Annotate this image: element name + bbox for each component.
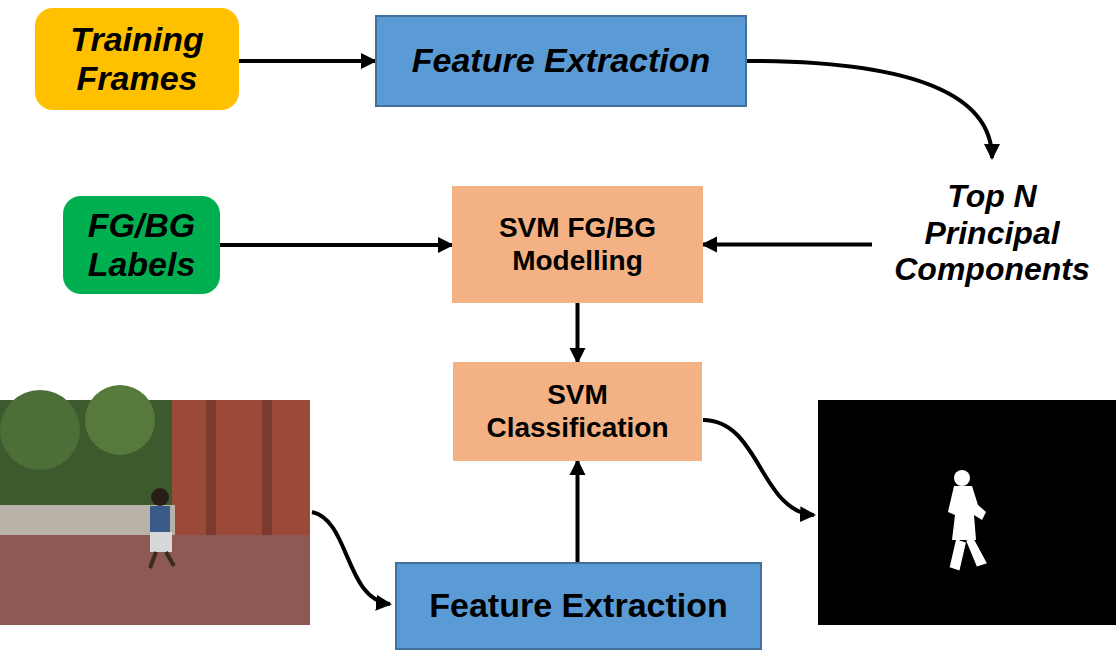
photo-person-jacket (150, 506, 170, 534)
process-box: Feature Extraction (375, 15, 747, 107)
photo-pillar (206, 400, 216, 538)
photo-tree (85, 385, 155, 455)
node-text: FG/BG Labels (73, 206, 210, 284)
photo-tree (0, 390, 80, 470)
photo-person-skirt (150, 532, 172, 552)
mask-legs (952, 540, 984, 568)
node-text: SVM FG/BG Modelling (462, 212, 693, 276)
mask-arrow (703, 420, 814, 515)
input-box: Training Frames (35, 8, 239, 110)
photo-fountain (0, 505, 175, 535)
process-box: SVM Classification (453, 362, 702, 461)
node-text: Feature Extraction (429, 586, 728, 625)
photo-person-legs (150, 552, 174, 568)
connector-arrow (239, 59, 375, 63)
data-label-node: Top N Principal Components (872, 158, 1112, 308)
mask-ground (818, 400, 1116, 625)
node-text: Top N Principal Components (882, 178, 1102, 288)
mask-head (954, 470, 970, 486)
output-mask (818, 400, 1116, 625)
node-text: SVM Classification (463, 379, 692, 443)
connector-arrow (747, 61, 992, 158)
connector-arrow (576, 461, 580, 562)
process-box: Feature Extraction (395, 562, 762, 650)
process-box: SVM FG/BG Modelling (452, 186, 703, 303)
connector-arrow (576, 303, 580, 362)
photo-pillar (262, 400, 272, 538)
mask-body (948, 486, 986, 540)
connector-arrow (703, 243, 872, 247)
node-text: Feature Extraction (412, 41, 711, 80)
photo-person-head (151, 488, 169, 506)
node-text: Training Frames (45, 20, 229, 98)
connector-arrow (220, 243, 452, 247)
photo-arrow (312, 512, 390, 604)
photo-brick-wall (172, 400, 310, 538)
input-box: FG/BG Labels (63, 196, 220, 294)
input-photo (0, 385, 310, 625)
